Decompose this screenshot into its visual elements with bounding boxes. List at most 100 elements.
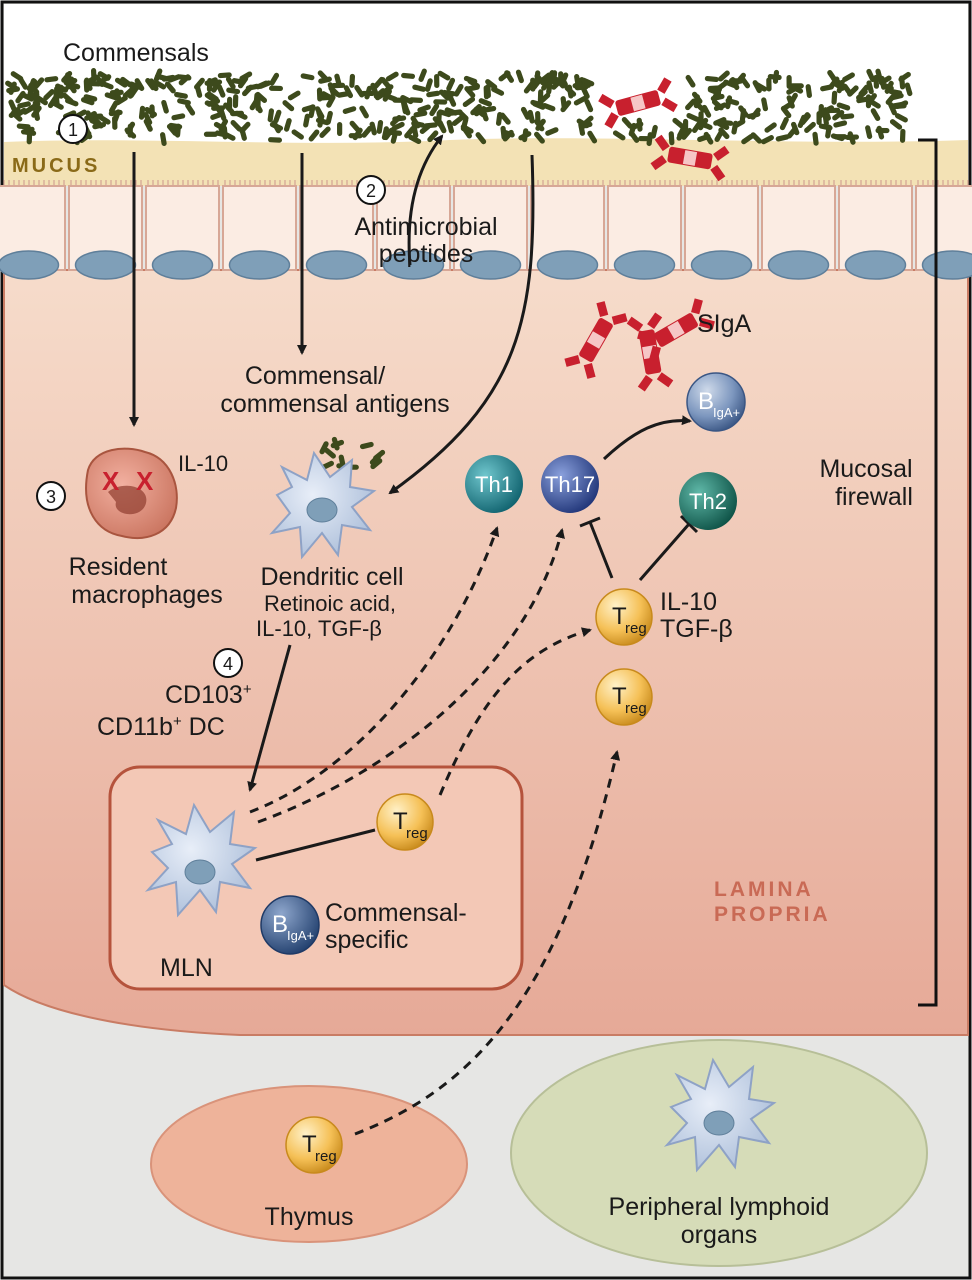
th1-label: Th1 <box>475 472 513 497</box>
bacterium <box>672 117 685 129</box>
siga-label: SIgA <box>697 310 752 338</box>
peptides-label: peptides <box>379 240 474 268</box>
dashed-arrow-to-treg <box>438 627 592 796</box>
bacterium <box>433 99 448 105</box>
bacterium <box>856 89 868 101</box>
lamina-label: LAMINA <box>714 878 814 901</box>
bacterium <box>143 111 153 126</box>
bacterium <box>650 124 658 139</box>
dendritic-cell <box>269 450 377 560</box>
bacterium <box>534 119 545 132</box>
svg-text:B: B <box>698 388 714 415</box>
epithelial-nucleus <box>536 250 599 280</box>
bacterium <box>840 113 855 120</box>
bacterium <box>127 84 135 99</box>
bacterium <box>359 105 369 119</box>
bacterium <box>521 128 529 143</box>
bacterium <box>148 78 159 92</box>
bacterium <box>83 94 98 102</box>
svg-text:reg: reg <box>406 825 428 842</box>
bacterium <box>676 128 687 141</box>
epithelial-cell <box>684 180 759 280</box>
il10-macrophage-label: IL-10 <box>178 451 228 476</box>
bacterium <box>21 92 35 102</box>
bacterium <box>847 85 859 97</box>
bacterium <box>18 77 29 90</box>
bacterium <box>164 81 176 94</box>
th17-label: Th17 <box>545 472 595 497</box>
bacterium <box>587 130 598 144</box>
bacterium <box>178 74 191 86</box>
bacterium <box>331 82 346 89</box>
th2-cell <box>679 472 737 530</box>
bacterium <box>566 84 574 99</box>
bacterium <box>342 106 357 114</box>
bacterium <box>65 98 79 107</box>
bacterium <box>873 74 880 89</box>
bacterium <box>870 108 881 122</box>
mucosal-label: Mucosal <box>819 455 912 483</box>
bacterium <box>464 86 476 98</box>
bacterium <box>287 90 301 101</box>
bacterium <box>108 100 119 114</box>
bacterium <box>10 110 23 122</box>
bacterium <box>746 111 761 120</box>
bacterium <box>143 118 153 132</box>
bacterium <box>478 98 493 107</box>
bacterium <box>128 81 143 90</box>
bacterium <box>257 80 272 89</box>
bacterium <box>370 458 383 470</box>
bacterium <box>44 76 59 83</box>
bacterium <box>437 70 451 81</box>
bacterium <box>418 68 427 82</box>
peripheral-lymphoid-organ <box>510 1039 928 1267</box>
bacterium <box>836 79 845 94</box>
bacterium <box>413 110 428 118</box>
bacterium <box>842 72 855 82</box>
svg-text:reg: reg <box>315 1148 337 1165</box>
bacterium <box>515 69 524 84</box>
bacterium <box>560 100 572 113</box>
block-x-mark: X <box>102 466 120 496</box>
bacterium <box>300 73 315 81</box>
bacterium <box>866 80 874 95</box>
bacterium <box>499 112 511 125</box>
epithelial-nucleus <box>382 250 445 280</box>
bacterium <box>43 89 55 101</box>
bacterium <box>231 78 246 85</box>
specific-label: specific <box>325 926 408 954</box>
bacterium <box>369 121 377 136</box>
bacterium <box>160 132 167 147</box>
svg-text:T: T <box>393 808 408 835</box>
bacterium <box>541 102 556 112</box>
bacterium <box>194 84 203 98</box>
bacterium <box>331 436 340 451</box>
bacterium <box>437 109 452 118</box>
bacterium <box>865 125 873 140</box>
bacterium <box>217 72 232 79</box>
bacterium <box>545 127 559 136</box>
bacterium <box>55 83 69 93</box>
bacterium <box>239 71 253 82</box>
bacterium <box>797 114 807 129</box>
bacterium <box>337 121 343 136</box>
mucus-layer <box>4 138 968 186</box>
bacterium <box>446 119 455 134</box>
bacterium <box>391 121 405 131</box>
bacterium <box>349 120 361 133</box>
bacterium <box>144 106 158 118</box>
epithelial-cell <box>68 180 143 280</box>
bacterium <box>707 87 722 96</box>
bacterium <box>226 87 241 95</box>
bacterium <box>558 71 564 86</box>
bacterium <box>316 87 323 102</box>
bacterium <box>436 119 446 133</box>
bacterium <box>818 104 824 119</box>
bacterium <box>520 106 531 120</box>
epithelial-cell <box>530 180 605 280</box>
svg-text:B: B <box>272 911 288 938</box>
bacterium <box>830 133 845 142</box>
bacterium <box>442 89 456 97</box>
epithelial-cell <box>453 180 528 280</box>
